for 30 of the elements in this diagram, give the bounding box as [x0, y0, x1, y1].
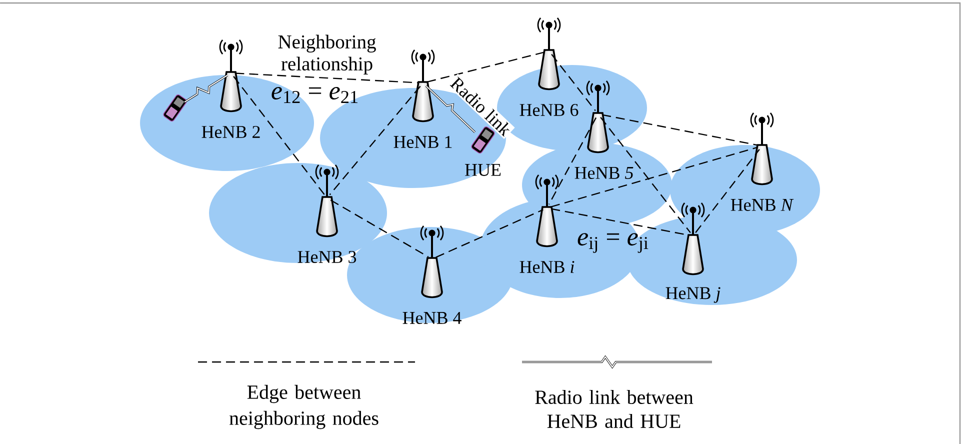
node-label: HeNB i [520, 260, 574, 274]
dashed-line [695, 148, 760, 234]
node-label: HeNB 5 [574, 167, 634, 179]
mobile-phone [163, 94, 187, 122]
radio-link [184, 74, 228, 103]
equation: e$_{ij}$ = e$_{ji}$ [578, 233, 648, 253]
dashed-line [551, 54, 596, 112]
node-label: HUE [465, 164, 501, 176]
node-label: HeNB j [666, 287, 720, 303]
dashed-line [330, 200, 429, 258]
dashed-line [602, 114, 758, 146]
dashed-line [551, 208, 689, 236]
dashed-line [329, 86, 421, 196]
dashed-line [233, 76, 325, 196]
radio-link [425, 85, 476, 134]
node-label: HeNB 2 [202, 126, 260, 138]
node-label: HeNB 4 [402, 312, 462, 324]
node-label: HeNB N [730, 199, 794, 211]
legend-text: Edge between neighboring nodes [229, 384, 378, 430]
equation: e$_{12}$ = e$_{21}$ [272, 87, 358, 103]
node-label: HeNB 6 [520, 104, 578, 116]
legend-text: Radio link between HeNB and HUE [535, 390, 694, 428]
dashed-line [235, 72, 419, 84]
node-label: HeNB 3 [298, 250, 356, 264]
edge-label: Neighboring relationship [278, 34, 376, 74]
dashed-line [550, 146, 758, 208]
dashed-line [548, 117, 597, 205]
dashed-line [600, 116, 691, 234]
dashed-line [436, 209, 544, 258]
dashed-line [426, 51, 546, 83]
